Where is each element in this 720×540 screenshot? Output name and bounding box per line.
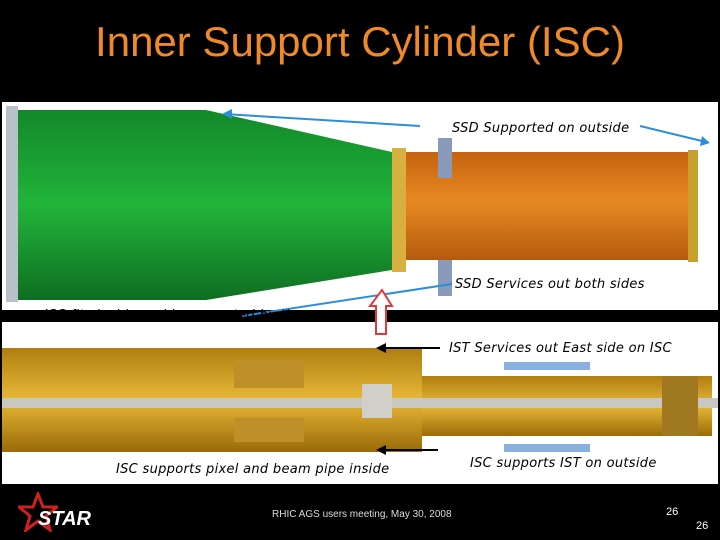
corner-page-number: 26 <box>696 520 709 532</box>
pixel-arrow-head <box>376 445 386 455</box>
up-arrow-icon <box>368 288 394 335</box>
ist-services-arrow-head <box>376 343 386 353</box>
label-isc-ist: ISC supports IST on outside <box>470 456 657 471</box>
ssd-cone-image <box>2 102 718 310</box>
ssd-arrow-left <box>223 113 421 127</box>
ssd-cone-drawing <box>6 106 698 302</box>
ssd-arrow-right <box>639 125 707 143</box>
slide-title: Inner Support Cylinder (ISC) <box>95 18 625 65</box>
isc-drawing <box>2 348 718 452</box>
cone-arrow <box>241 283 453 317</box>
star-logo-icon <box>18 492 58 532</box>
ssd-arrow-left-head <box>222 109 232 119</box>
label-ssd-supported: SSD Supported on outside <box>452 121 630 136</box>
label-ssd-services: SSD Services out both sides <box>455 277 645 292</box>
label-isc-pixel: ISC supports pixel and beam pipe inside <box>116 462 390 477</box>
footer-meeting: RHIC AGS users meeting, May 30, 2008 <box>272 509 452 520</box>
star-logo-text: STAR <box>38 508 91 530</box>
ssd-arrow-right-head <box>700 136 710 146</box>
label-ist-services: IST Services out East side on ISC <box>449 341 672 356</box>
isc-cylinder-image <box>2 322 718 484</box>
footer-page-number: 26 <box>666 506 679 518</box>
label-isc-fits: ISC fits inside and is supported by the … <box>44 308 340 323</box>
